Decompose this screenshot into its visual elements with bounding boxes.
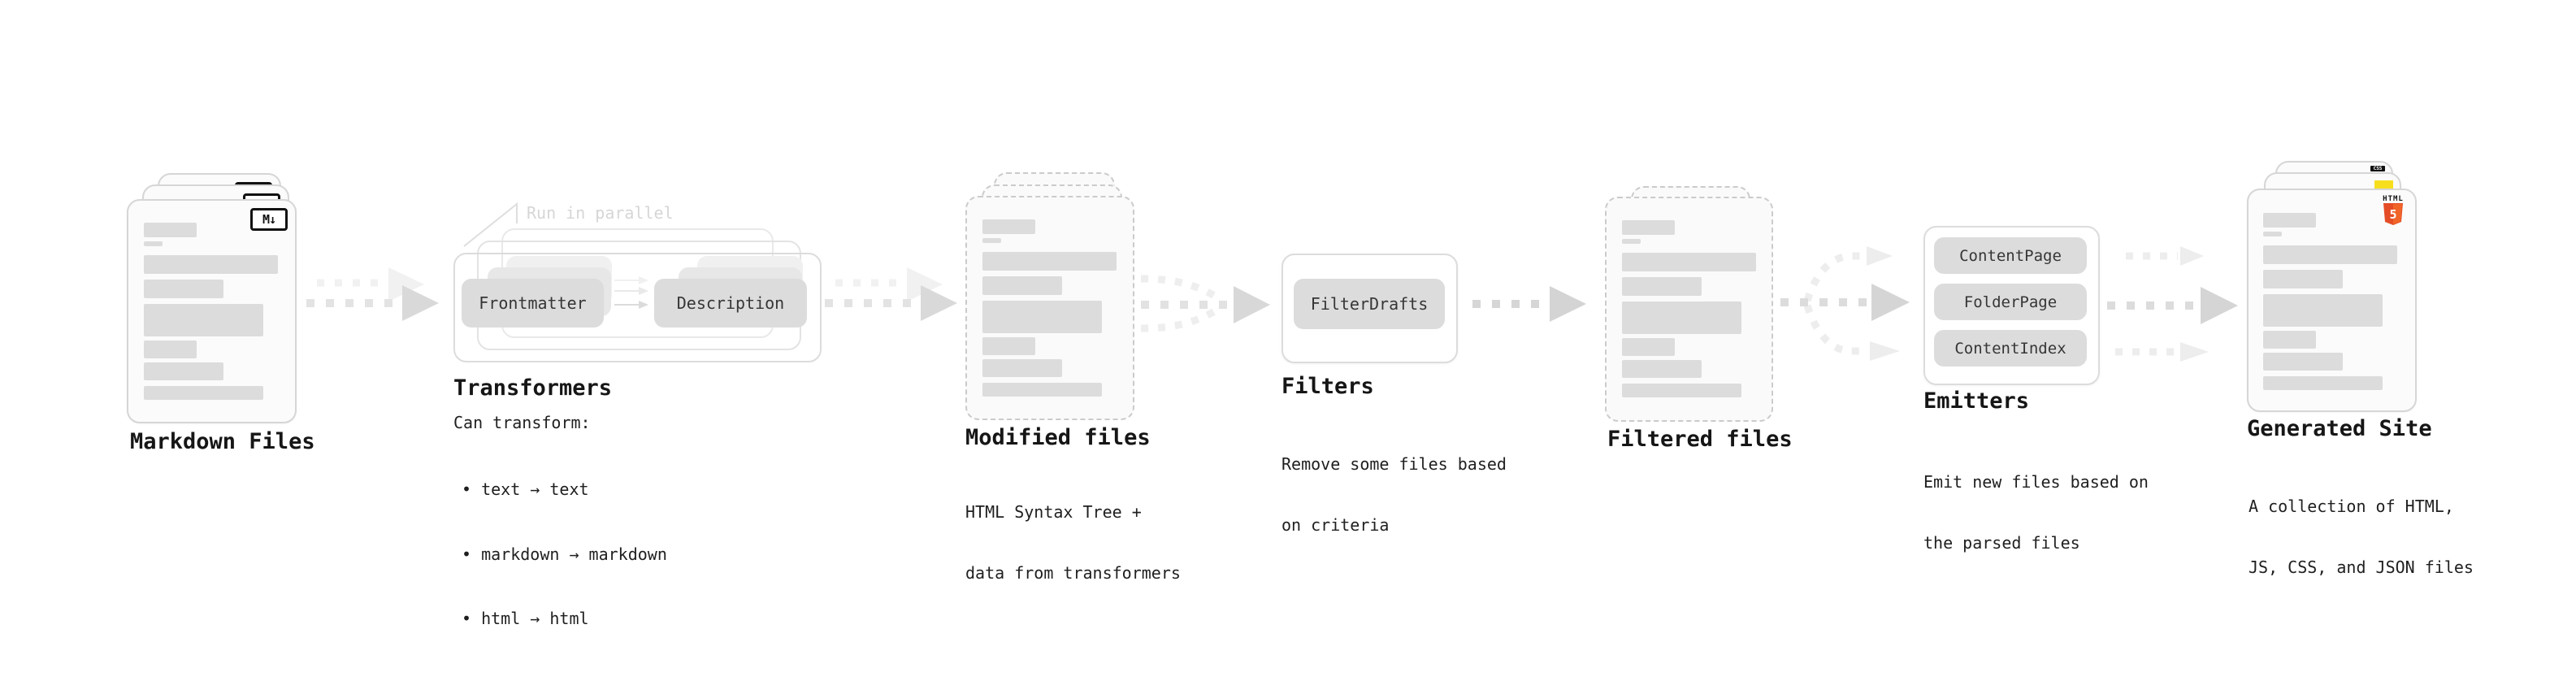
html5-shield: 5 — [2383, 203, 2403, 225]
markdown-file-card-front: M↓ — [127, 199, 297, 423]
text-placeholder-bar — [1622, 338, 1675, 356]
triple-arrow-icon — [2107, 246, 2238, 362]
text-placeholder-bar — [144, 304, 263, 336]
generated-site-card-front: HTML 5 — [2247, 189, 2417, 412]
text-placeholder-bar — [144, 362, 223, 380]
text-placeholder-bar — [2263, 270, 2343, 288]
svg-text:5: 5 — [2389, 207, 2396, 222]
markdown-files-label: Markdown Files — [130, 429, 315, 454]
caption-line: on criteria — [1281, 515, 1390, 535]
text-placeholder-bar — [1622, 360, 1702, 378]
text-placeholder-bar — [982, 252, 1117, 271]
caption-line: Emit new files based on — [1923, 472, 2149, 492]
bullet-item: • html → html — [462, 609, 589, 628]
text-placeholder-bar — [2263, 294, 2383, 327]
transformers-bullet-list: • text → text • markdown → markdown • ht… — [453, 436, 667, 673]
text-placeholder-bar — [1622, 301, 1741, 334]
text-placeholder-bar — [982, 383, 1102, 397]
run-in-parallel-note: Run in parallel — [527, 203, 674, 223]
text-placeholder-bar — [2263, 331, 2316, 349]
text-placeholder-bar — [982, 337, 1035, 355]
converge-arrow-icon — [1140, 275, 1270, 332]
text-placeholder-bar — [1622, 253, 1756, 271]
text-placeholder-bar — [1622, 277, 1702, 296]
filtered-file-card-front — [1605, 197, 1773, 422]
text-placeholder-bar — [2263, 376, 2383, 390]
modified-files-label: Modified files — [965, 425, 1151, 450]
bullet-item: • markdown → markdown — [462, 544, 667, 564]
text-placeholder-bar — [982, 276, 1062, 295]
markdown-icon: M↓ — [250, 208, 288, 231]
text-placeholder-bar — [982, 219, 1035, 234]
filterdrafts-pill: FilterDrafts — [1294, 279, 1445, 329]
text-placeholder-bar — [144, 241, 163, 246]
folderpage-pill: FolderPage — [1934, 284, 2087, 320]
fanout-arrow-icon — [1780, 246, 1910, 361]
javascript-icon — [2374, 180, 2393, 190]
caption-line: JS, CSS, and JSON files — [2249, 557, 2474, 577]
contentindex-pill: ContentIndex — [1934, 330, 2087, 367]
transformers-heading: Transformers — [453, 375, 613, 401]
filters-caption: Remove some files based on criteria — [1281, 414, 1507, 576]
caption-line: the parsed files — [1923, 533, 2080, 553]
document-text-placeholder — [982, 219, 1117, 397]
css-label: CSS — [2370, 166, 2385, 171]
document-text-placeholder — [144, 223, 278, 400]
document-text-placeholder — [1622, 220, 1756, 397]
html5-icon: HTML 5 — [2383, 196, 2404, 229]
caption-line: data from transformers — [965, 563, 1181, 583]
flow-arrow-icon — [825, 267, 957, 321]
text-placeholder-bar — [1622, 384, 1741, 397]
generated-site-caption: A collection of HTML, JS, CSS, and JSON … — [2249, 456, 2474, 618]
generated-site-label: Generated Site — [2247, 416, 2432, 441]
caption-line: A collection of HTML, — [2249, 497, 2454, 516]
emitters-caption: Emit new files based on the parsed files — [1923, 432, 2149, 594]
parallel-arrows-icon — [614, 276, 648, 309]
text-placeholder-bar — [144, 223, 197, 237]
html5-word: HTML — [2383, 195, 2404, 203]
text-placeholder-bar — [144, 386, 263, 400]
flow-arrow-icon — [306, 267, 439, 321]
frontmatter-pill: Frontmatter — [462, 279, 604, 327]
emitters-heading: Emitters — [1923, 388, 2030, 414]
callout-leader-line — [463, 202, 518, 247]
text-placeholder-bar — [144, 255, 278, 274]
transformer-frame-front — [453, 253, 822, 362]
text-placeholder-bar — [982, 301, 1102, 333]
text-placeholder-bar — [2263, 213, 2316, 228]
text-placeholder-bar — [2263, 232, 2282, 236]
modified-files-caption: HTML Syntax Tree + data from transformer… — [965, 462, 1181, 624]
filtered-files-label: Filtered files — [1607, 427, 1793, 452]
text-placeholder-bar — [144, 280, 223, 298]
filters-heading: Filters — [1281, 374, 1374, 399]
contentpage-pill: ContentPage — [1934, 237, 2087, 274]
document-text-placeholder — [2263, 213, 2397, 390]
flow-arrow-icon — [1472, 286, 1586, 322]
caption-line: Remove some files based — [1281, 454, 1507, 474]
bullet-item: • text → text — [462, 479, 589, 499]
text-placeholder-bar — [2263, 353, 2343, 371]
text-placeholder-bar — [2263, 245, 2397, 264]
text-placeholder-bar — [1622, 239, 1641, 244]
text-placeholder-bar — [144, 340, 197, 358]
transformers-caption: Can transform: — [453, 413, 591, 432]
caption-line: HTML Syntax Tree + — [965, 502, 1142, 522]
text-placeholder-bar — [982, 238, 1001, 243]
modified-file-card-front — [965, 196, 1134, 420]
text-placeholder-bar — [982, 359, 1062, 377]
text-placeholder-bar — [1622, 220, 1675, 235]
description-pill: Description — [654, 279, 807, 327]
